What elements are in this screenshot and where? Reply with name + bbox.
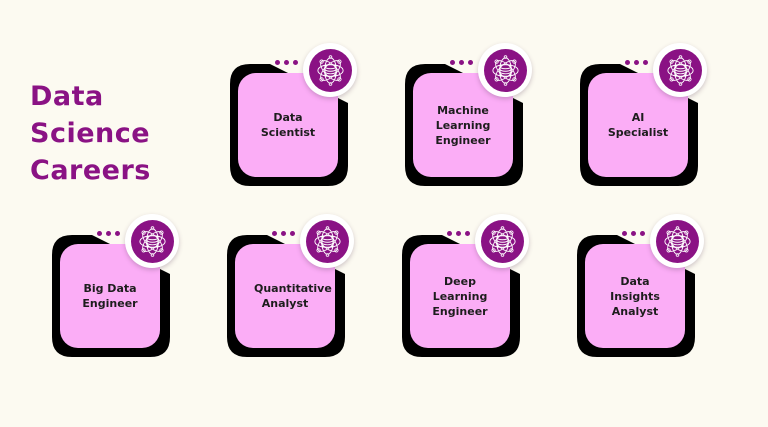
career-card-quantitative-analyst: Quantitative Analyst	[223, 213, 373, 363]
badge-circle	[475, 214, 529, 268]
career-card-machine-learning-engineer: Machine Learning Engineer	[401, 42, 551, 192]
badge-circle	[125, 214, 179, 268]
career-label: Data Insights Analyst	[610, 274, 660, 318]
three-dots-icon	[272, 231, 295, 236]
badge-circle	[303, 43, 357, 97]
atom-database-icon	[309, 223, 346, 260]
badge-disc	[480, 219, 524, 263]
atom-database-icon	[659, 223, 696, 260]
badge-circle	[300, 214, 354, 268]
atom-database-icon	[134, 223, 171, 260]
badge-disc	[305, 219, 349, 263]
badge-circle	[650, 214, 704, 268]
three-dots-icon	[625, 60, 648, 65]
badge-disc	[658, 48, 702, 92]
career-label: Data Scientist	[260, 111, 316, 139]
career-card-data-scientist: Data Scientist	[226, 42, 376, 192]
career-card-deep-learning-engineer: Deep Learning Engineer	[398, 213, 548, 363]
atom-database-icon	[484, 223, 521, 260]
career-card-data-insights-analyst: Data Insights Analyst	[573, 213, 723, 363]
three-dots-icon	[275, 60, 298, 65]
three-dots-icon	[622, 231, 645, 236]
page-title-line: Careers	[30, 155, 151, 186]
career-card-big-data-engineer: Big Data Engineer	[48, 213, 198, 363]
three-dots-icon	[97, 231, 120, 236]
page-title-line: Science	[30, 118, 151, 149]
career-label: Big Data Engineer	[82, 282, 138, 310]
badge-disc	[655, 219, 699, 263]
page-title-line: Data	[30, 81, 104, 112]
career-card-ai-specialist: AI Specialist	[576, 42, 726, 192]
career-label: Deep Learning Engineer	[432, 274, 488, 318]
page-title: Data Science Careers	[30, 78, 151, 189]
atom-database-icon	[487, 52, 524, 89]
badge-disc	[483, 48, 527, 92]
career-label: AI Specialist	[607, 111, 669, 139]
badge-circle	[478, 43, 532, 97]
career-label: Machine Learning Engineer	[435, 103, 491, 147]
badge-disc	[130, 219, 174, 263]
three-dots-icon	[447, 231, 470, 236]
three-dots-icon	[450, 60, 473, 65]
atom-database-icon	[662, 52, 699, 89]
badge-circle	[653, 43, 707, 97]
atom-database-icon	[312, 52, 349, 89]
career-label: Quantitative Analyst	[254, 282, 332, 310]
badge-disc	[308, 48, 352, 92]
